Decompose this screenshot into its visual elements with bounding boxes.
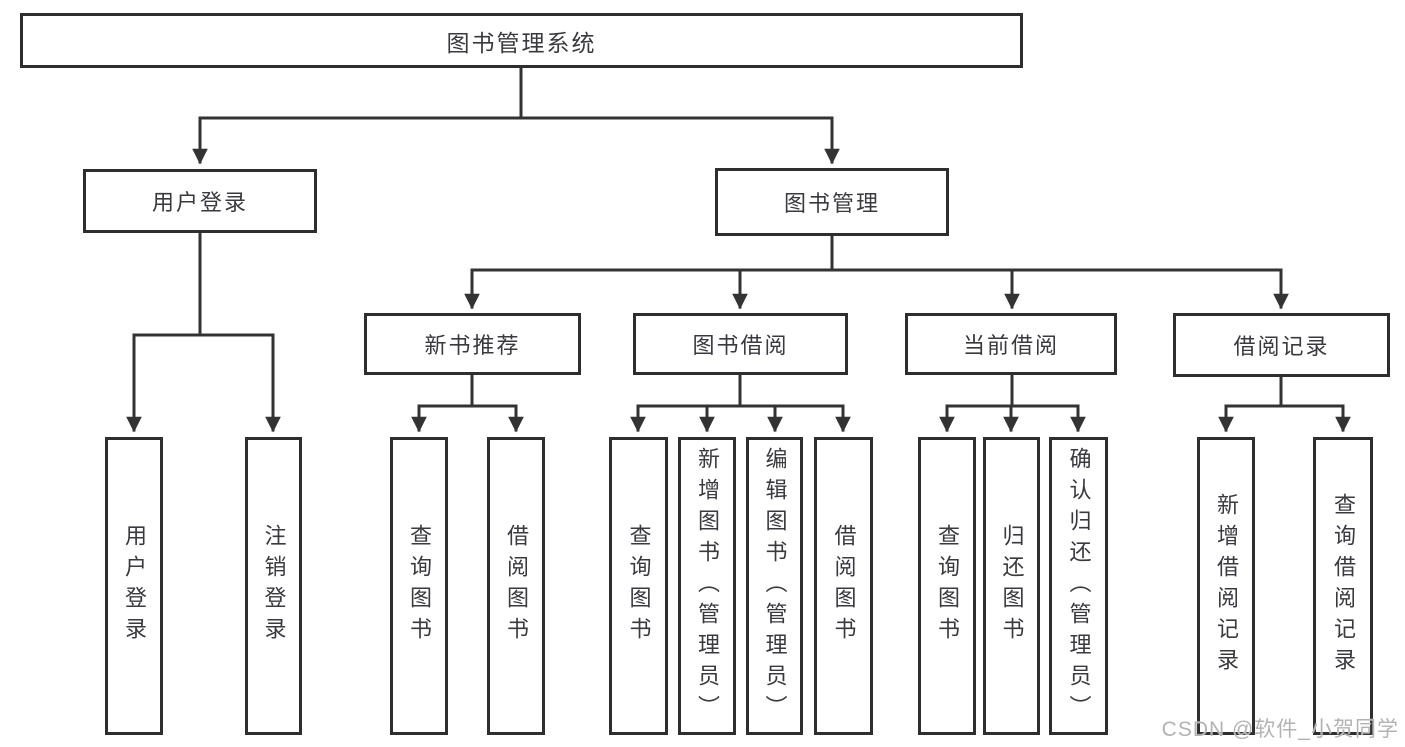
connector-book-borrow-children [630, 373, 851, 433]
leaf-borrow-books-recommend: 借阅图书 [487, 437, 545, 735]
leaf-query-books-current: 查询图书 [918, 437, 976, 735]
node-book-borrow: 图书借阅 [633, 313, 848, 375]
csdn-watermark: CSDN @软件_小贺同学 [1161, 718, 1399, 741]
connector-root-to-level2 [192, 66, 840, 165]
leaf-confirm-return-admin: 确认归还（管理员） [1049, 437, 1108, 735]
connector-book-management-to-level3 [464, 234, 1289, 310]
node-user-login: 用户登录 [83, 169, 317, 233]
node-current-borrow: 当前借阅 [905, 313, 1117, 375]
leaf-user-login: 用户登录 [105, 437, 163, 735]
leaf-borrow-books: 借阅图书 [814, 437, 873, 735]
connector-borrow-record-children [1218, 375, 1351, 433]
connector-user-login-children [126, 231, 281, 433]
leaf-edit-book-admin: 编辑图书（管理员） [746, 437, 803, 735]
leaf-add-borrow-record: 新增借阅记录 [1197, 437, 1255, 735]
leaf-query-borrow-record: 查询借阅记录 [1313, 437, 1373, 735]
node-library-management-system: 图书管理系统 [20, 13, 1023, 68]
node-borrow-record: 借阅记录 [1173, 313, 1390, 377]
leaf-logout: 注销登录 [245, 437, 302, 735]
leaf-query-books-borrow: 查询图书 [609, 437, 668, 735]
connector-new-book-recommend-children [411, 373, 524, 433]
leaf-query-books-recommend: 查询图书 [390, 437, 448, 735]
leaf-add-book-admin: 新增图书（管理员） [678, 437, 736, 735]
leaf-return-book: 归还图书 [983, 437, 1040, 735]
node-book-management: 图书管理 [715, 168, 949, 236]
connector-current-borrow-children [939, 373, 1086, 433]
node-new-book-recommend: 新书推荐 [364, 313, 581, 375]
